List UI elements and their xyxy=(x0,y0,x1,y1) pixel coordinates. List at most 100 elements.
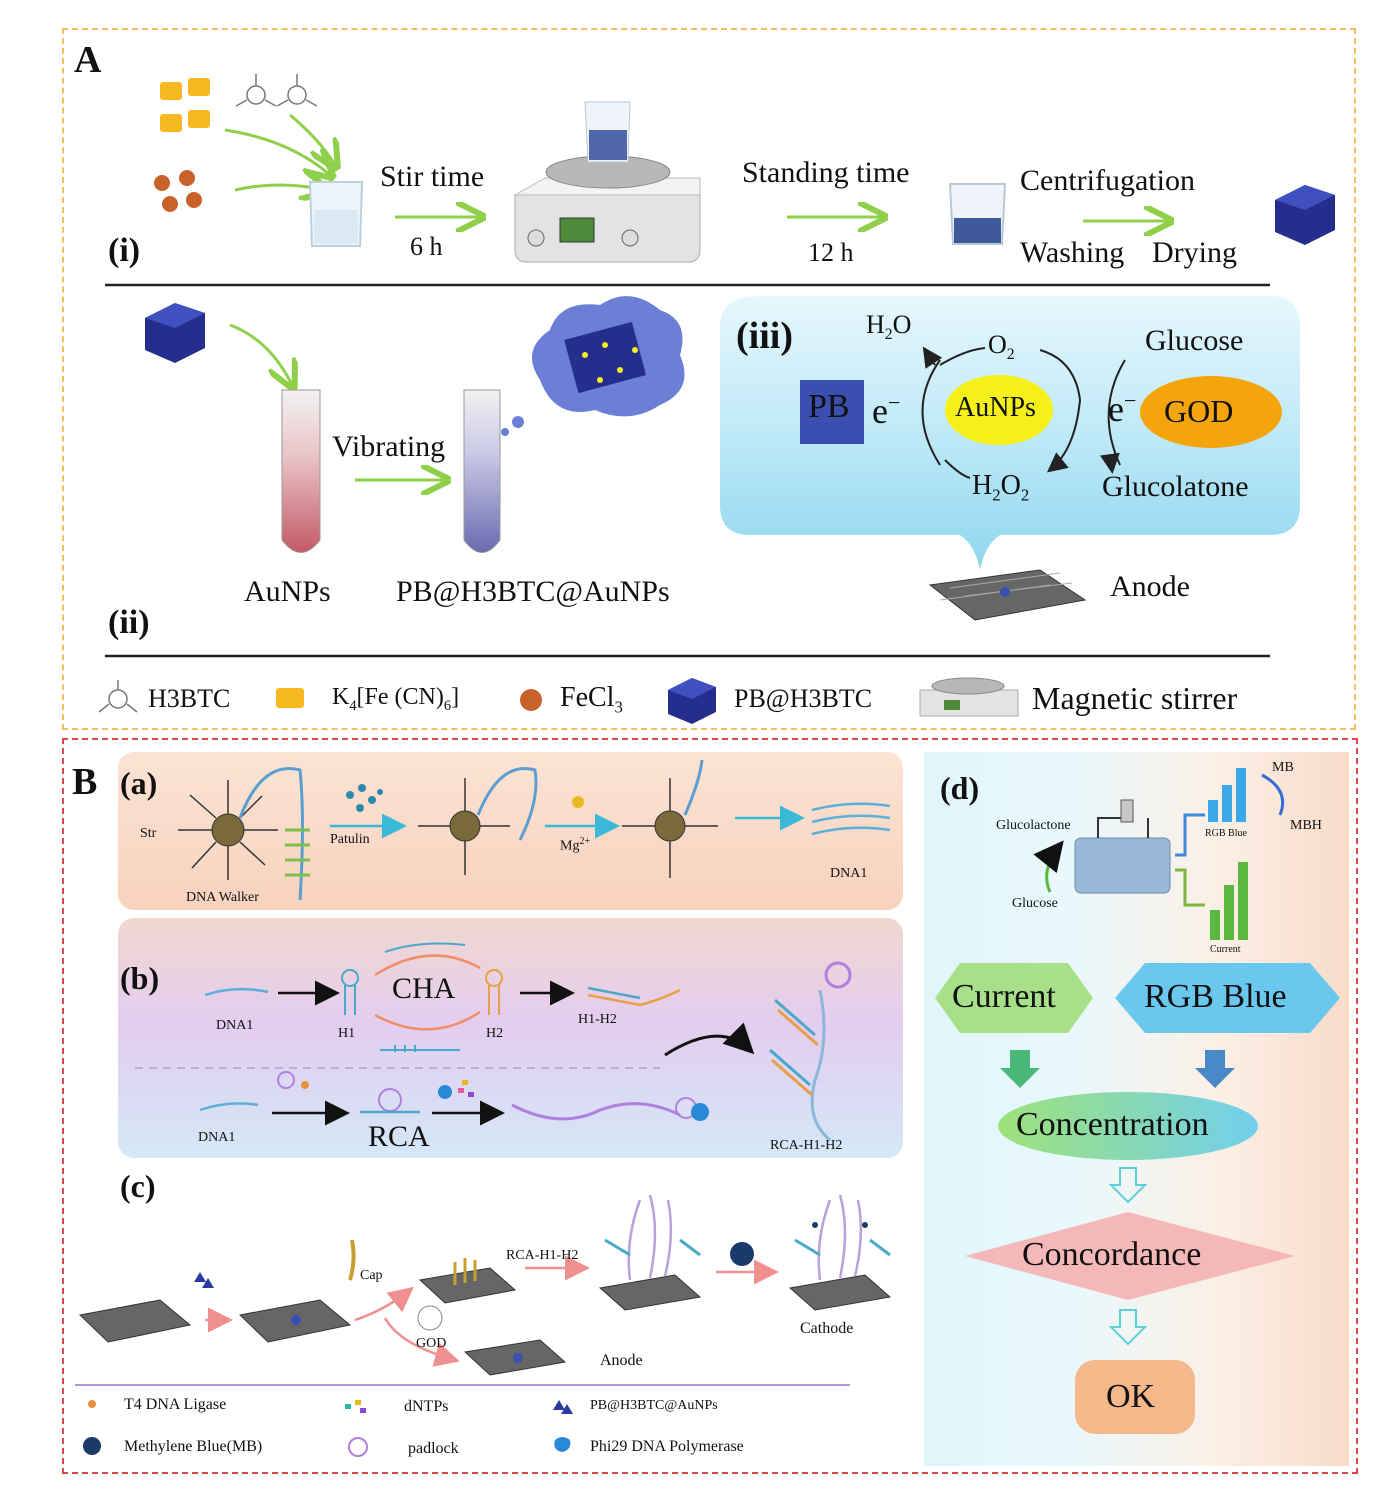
beaker-icon xyxy=(308,181,364,247)
k4-rest: [Fe (CN) xyxy=(356,684,444,710)
pb-h3btc-product-icon xyxy=(1275,185,1335,245)
rca-product-strand xyxy=(511,1102,681,1121)
dna-walker-icon xyxy=(178,767,310,901)
h1-h2-label: H1-H2 xyxy=(578,1012,617,1027)
aunps-ellipse xyxy=(945,375,1053,445)
fecl3-icon xyxy=(154,170,202,212)
mbh-label: MBH xyxy=(1290,818,1322,833)
legend-padlock-icon xyxy=(348,1437,368,1457)
glucolatone-label: Glucolatone xyxy=(1102,470,1249,503)
dna1-label-b1: DNA1 xyxy=(216,1018,254,1033)
legend-fecl3-label: FeCl3 xyxy=(560,682,623,717)
dna-walker-cleaved-icon xyxy=(622,759,718,878)
cathode-label: Cathode xyxy=(800,1320,854,1337)
legend-pb-au-label: PB@H3BTC@AuNPs xyxy=(590,1398,718,1413)
concordance-down-arrow xyxy=(1108,1309,1148,1346)
methylene-blue-icon-c xyxy=(730,1242,754,1266)
legend-fecl3-icon xyxy=(520,689,542,711)
legend-dntps-label: dNTPs xyxy=(404,1398,449,1415)
hybridized-electrode-icon xyxy=(598,1194,702,1311)
god-label-c: GOD xyxy=(416,1336,447,1351)
step-ii-label: (ii) xyxy=(108,604,150,641)
legend-k4-icon xyxy=(276,688,304,708)
cathode-electrode-icon xyxy=(788,1194,892,1311)
dntp-polymerase-icon xyxy=(438,1080,474,1099)
h2o-label: H2O xyxy=(866,310,912,344)
dna1-label-b2: DNA1 xyxy=(198,1130,236,1145)
legend-magnetic-stirrer-icon xyxy=(919,677,1019,717)
k4-fe-cn6-icon xyxy=(160,78,210,132)
bare-electrode-icon xyxy=(78,1299,192,1343)
h2o2-o: O xyxy=(1000,470,1021,501)
cap-electrode-icon xyxy=(418,1258,517,1304)
aunps-center-label: AuNPs xyxy=(955,392,1036,423)
glucolactone-label: Glucolactone xyxy=(996,818,1071,833)
legend-phi29-label: Phi29 DNA Polymerase xyxy=(590,1438,744,1455)
vibrating-label: Vibrating xyxy=(332,430,446,463)
stir-time-label: Stir time xyxy=(380,160,485,193)
rgb-blue-label: RGB Blue xyxy=(1144,978,1287,1015)
h3btc-icon xyxy=(235,74,318,107)
electron-left: e− xyxy=(872,390,901,431)
electron-right-letter: e xyxy=(1108,389,1124,429)
h1-hairpin-icon xyxy=(341,969,359,1015)
beaker-settled-icon xyxy=(948,183,1007,245)
dna1-strands-icon xyxy=(811,802,891,836)
stir-time-value: 6 h xyxy=(410,232,443,261)
god-enzyme-icon xyxy=(417,1305,443,1331)
glucose-arrow xyxy=(1033,840,1064,893)
current-hexagon xyxy=(935,963,1093,1033)
rgb-down-arrow xyxy=(1195,1050,1235,1088)
step-i-label: (i) xyxy=(108,232,141,269)
current-branch-arrow xyxy=(1175,868,1205,907)
legend-mb-label: Methylene Blue(MB) xyxy=(124,1438,263,1455)
pb-h3btc-aunps-label: PB@H3BTC@AuNPs xyxy=(396,575,670,608)
nanocomposite-icon-c xyxy=(194,1272,214,1288)
mb-label-d: MB xyxy=(1272,760,1294,775)
anode-electrode-c-icon xyxy=(463,1339,567,1376)
rca-template-icon xyxy=(360,1088,420,1114)
fecl3-text: FeCl xyxy=(560,682,615,713)
rca-h1-h2-label-c: RCA-H1-H2 xyxy=(506,1248,579,1263)
magnetic-stirrer-icon xyxy=(513,101,701,263)
panel-b-label: B xyxy=(72,761,98,803)
legend-phi29-icon xyxy=(554,1437,571,1452)
cha-arrow-top xyxy=(374,954,481,977)
panel-b xyxy=(62,738,1358,1474)
standing-time-value: 12 h xyxy=(808,238,854,267)
ok-label: OK xyxy=(1106,1378,1156,1415)
anode-electrode-icon xyxy=(928,569,1087,621)
legend-pb-h3btc-label: PB@H3BTC xyxy=(734,684,873,713)
concentration-ellipse xyxy=(998,1092,1258,1160)
electrochemical-cell-icon xyxy=(1074,799,1171,894)
section-a-label: (a) xyxy=(120,765,158,801)
concentration-label: Concentration xyxy=(1016,1106,1209,1143)
god-ellipse xyxy=(1140,376,1282,448)
anode-label-a: Anode xyxy=(1110,570,1190,603)
t4-ligase-icon-b xyxy=(301,1081,309,1089)
current-small-label: Current xyxy=(1210,944,1241,955)
current-label: Current xyxy=(952,978,1056,1015)
cap-strand-icon xyxy=(348,1239,356,1281)
h2-label: H2 xyxy=(486,1026,504,1041)
section-d-label: (d) xyxy=(940,770,980,806)
section-b-bg xyxy=(118,918,903,1158)
legend-dntps-icon xyxy=(345,1400,366,1413)
cha-arrow-bottom xyxy=(374,1010,481,1031)
dna-walker-label: DNA Walker xyxy=(186,890,259,905)
legend-t4-icon xyxy=(88,1400,96,1408)
h2o2-h: H xyxy=(972,470,993,501)
modified-electrode-icon xyxy=(238,1299,352,1343)
electron-right: e− xyxy=(1108,388,1137,429)
cha-label: CHA xyxy=(392,972,456,1005)
legend-mb-icon xyxy=(83,1437,101,1455)
electron-left-letter: e xyxy=(872,391,888,431)
section-a-bg xyxy=(118,752,903,910)
aunps-label: AuNPs xyxy=(244,575,331,608)
rgb-blue-small-label: RGB Blue xyxy=(1205,828,1247,839)
legend-k4-label: K4[Fe (CN)6] xyxy=(332,684,460,714)
standing-time-label: Standing time xyxy=(742,156,910,189)
legend-pb-h3btc-icon xyxy=(668,678,716,724)
dna1-strand-b xyxy=(204,987,269,997)
